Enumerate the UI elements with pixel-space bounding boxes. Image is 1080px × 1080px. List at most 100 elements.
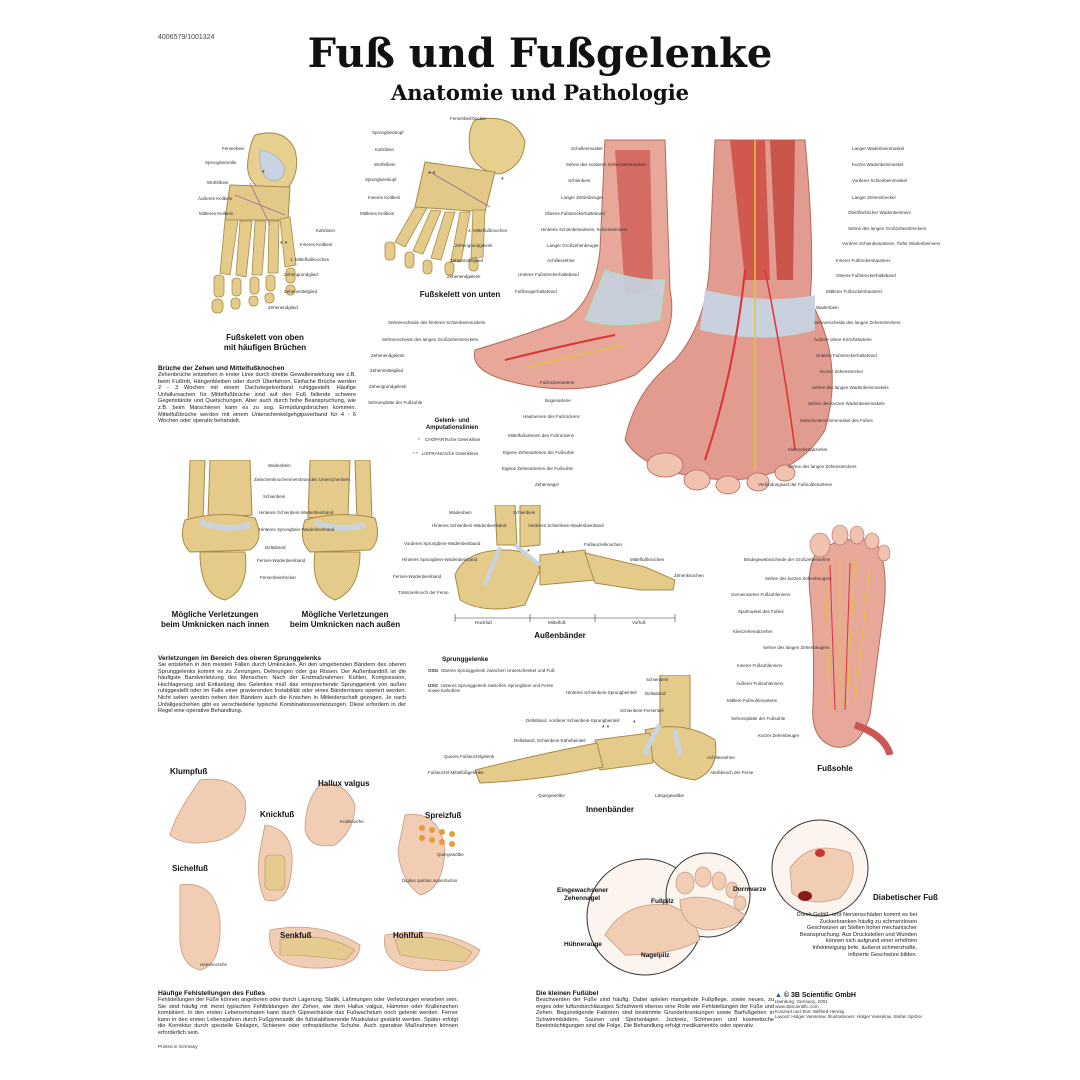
skeleton-top-illustration: * * * [211, 132, 298, 314]
label: Mittleres Keilbein [199, 211, 234, 216]
foot-muscles-illustration [473, 139, 833, 495]
label: Sehnenscheide des langen Zehenstreckers [814, 320, 901, 325]
lateral-ligaments-illustration: * * * [454, 505, 676, 622]
legend-item: * * LISFRANCsche Gelenklinie [413, 451, 479, 456]
label: Quergewölbe [437, 852, 464, 857]
publisher-line: Layout: Holger Vanselow, Illustrationen:… [775, 1014, 923, 1019]
ailment-label: Fußpilz [651, 898, 674, 905]
label: Eigene Zehenarterien der Fußsohle [502, 466, 574, 471]
fig2-caption: Fußskelett von unten [419, 290, 501, 299]
label: Deltaband, vorderer Schienbein-Sprungbei… [526, 718, 620, 723]
label: Oberes Fußstreckerhalteband [545, 211, 605, 216]
ankle-injury-illustrations [181, 460, 379, 601]
label: Zehenmittelglied [284, 289, 318, 294]
label: Zwischenknochenmuskel des Fußes [800, 418, 873, 423]
deformities-text: Fehlstellungen der Füße können angeboren… [158, 997, 458, 1036]
label: Kurzer Wadenbeinmuskel [852, 162, 904, 167]
fracture-heading: Brüche der Zehen und Mittelfußknochen [158, 365, 285, 372]
diabetic-title: Diabetischer Fuß [873, 893, 938, 902]
label: Schienbein [568, 178, 591, 183]
label: Fersenbein [222, 146, 245, 151]
label: Fußrückenarterie [540, 380, 575, 385]
label: Langer Wadenbeinmuskel [852, 146, 905, 151]
label: Zehenendgelenk [447, 274, 481, 279]
sprunggelenke-title: Sprunggelenke [442, 656, 489, 663]
ailment-label: Hühnerauge [564, 941, 602, 948]
label: Fersenbeinhöcker [450, 116, 487, 121]
svg-text:*: * [262, 170, 265, 177]
diabetic-text: Durch Gefäß- und Nervenschäden kommt es … [796, 912, 917, 958]
printed-note: Printed in Germany [158, 1044, 198, 1049]
ailment-label: Eingewachsener Zehennagel [557, 887, 609, 902]
label: Zehengrundgelenk [369, 384, 407, 389]
label: Hinteres Sprungbein-Wadenbeinband [402, 557, 478, 562]
label: Deltaband [265, 545, 286, 550]
label: Fersen-Wadenbeinband [257, 558, 306, 563]
osg-item: OSG Oberes Sprunggelenk zwischen Untersc… [428, 668, 555, 673]
legend-item: * CHOPARTsche Gelenklinie [418, 437, 481, 442]
sole-illustration [808, 525, 894, 755]
label: Oberflächlicher Wadenbeinnerv [848, 210, 911, 215]
label: Kleinzehenabzieher [733, 629, 773, 634]
label: Fersenbeinhöcker [260, 575, 297, 580]
medial-ligaments-illustration: * * * [475, 675, 717, 784]
label: Innerer Fußrückenhautnerv [836, 258, 891, 263]
label: Zehenendgelenk [371, 353, 405, 358]
label: Unteres Fußstreckerhalteband [518, 272, 579, 277]
label: Hinteres Sprungbein-Wadenbeinband [259, 527, 335, 532]
fracture-section: Brüche der Zehen und Mittelfußknochen Ze… [158, 365, 356, 425]
usg-item: USG Unteres Sprunggelenk zwischen Sprung… [428, 683, 554, 693]
label: Zehengrundglied [284, 272, 318, 277]
label: Äußere obere Knöchelarterie [814, 337, 872, 342]
label: Sprungbeinrolle [205, 160, 237, 165]
label: Schienbein [513, 510, 536, 515]
label: Achillessehne [707, 755, 735, 760]
label: Sehne des langen Großzehenstreckers [848, 226, 927, 231]
label: Hautnerven des Fußrückens [523, 414, 580, 419]
brand-logo-icon: ▲ [775, 992, 782, 999]
section-label: Mittelfuß [548, 620, 566, 625]
section-label: Rückfuß [475, 620, 493, 625]
publisher-line: Konzept und Text: Wilfried Hennig [775, 1009, 845, 1014]
label: Langer Zehenbeuger [561, 195, 604, 200]
label: Innerer Fußsohlennerv [737, 663, 783, 668]
svg-text:*: * [633, 720, 636, 727]
label: Fußwurzel-Mittelfußgelenke [428, 770, 484, 775]
ailments-text: Beschwerden der Füße sind häufig. Dabei … [536, 997, 774, 1030]
label: Langer Zehenstrecker [852, 195, 897, 200]
label: Vorderes Sprungbein-Wadenbeinband [404, 541, 481, 546]
label: 1. Mittelfußknochen [290, 257, 330, 262]
label: Gemeinsamer Fußsohlennerv [731, 592, 791, 597]
label: Schienbein [263, 494, 286, 499]
product-code: 4006579/1001324 [158, 34, 215, 41]
injuries-text: Sie entstehen in den meisten Fällen durc… [158, 662, 406, 715]
label: Verbindungsast der Fußsohlenarterie [758, 482, 833, 487]
small-ailments-illustration [586, 852, 751, 976]
label: Mittlerer Fußrückenhautnerv [826, 289, 883, 294]
svg-text:*: * [527, 549, 530, 556]
label: Sehnenplatte der Fußsohle [731, 716, 786, 721]
deformity-title: Spreizfuß [425, 811, 462, 820]
label: Sehne des langen Zehenstreckers [788, 464, 857, 469]
label: Sehne des langen Wadenbeinmuskels [812, 385, 889, 390]
ailments-heading: Die kleinen Fußübel [536, 990, 599, 997]
label: Würfelbein [207, 180, 229, 185]
label: 4. Mittelfußknochen [468, 228, 508, 233]
ailments-section: Die kleinen Fußübel Beschwerden der Füße… [536, 990, 774, 1030]
label: Vorderer Schienbeinmuskel [852, 178, 908, 183]
label: Hinteres Schienbein-Sprungbeinteil [566, 690, 637, 695]
medial-caption: Innenbänder [585, 805, 634, 814]
label: Digitus quintus superductus [402, 878, 458, 883]
svg-text:*: * [501, 177, 504, 184]
publisher-line: www.3bscientific.com [775, 1004, 819, 1009]
legend-title: Gelenk- und Amputationslinien [425, 418, 479, 431]
ailment-label: Nagelpilz [641, 952, 670, 959]
label: Vordere Schienbeinarterie, Tiefer Wadenb… [842, 241, 941, 246]
label: Deltaband [645, 691, 666, 696]
label: Fußwurzelknochen [584, 542, 623, 547]
deformity-title: Klumpfuß [170, 767, 208, 776]
label: Zehenmittelglied [370, 368, 404, 373]
label: Sprungbeinkopf [365, 177, 397, 182]
